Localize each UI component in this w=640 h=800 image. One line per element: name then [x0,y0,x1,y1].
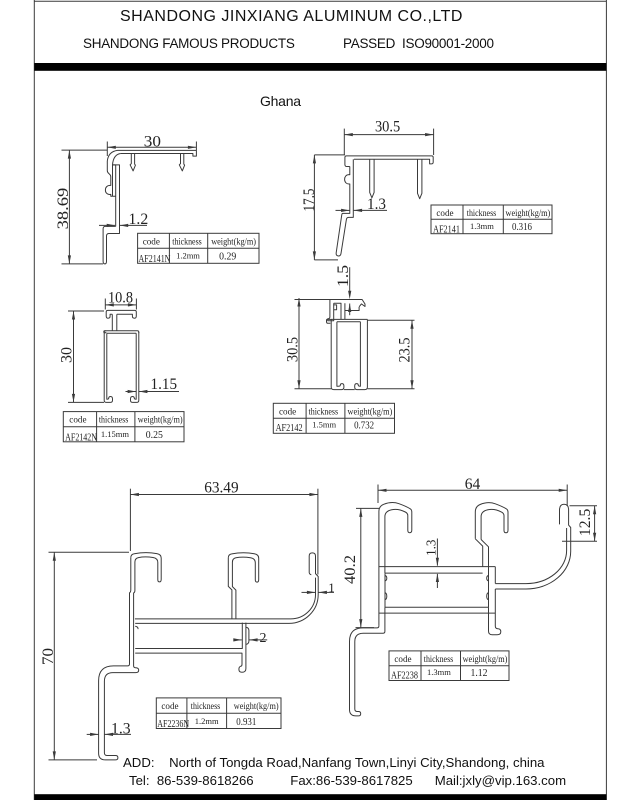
svg-text:code: code [436,209,453,219]
svg-text:1.2mm: 1.2mm [176,251,200,261]
svg-text:1.3: 1.3 [111,721,131,738]
svg-text:weight(kg/m): weight(kg/m) [348,406,393,417]
svg-text:30.5: 30.5 [375,119,400,136]
svg-text:code: code [161,702,178,712]
svg-text:thickness: thickness [309,407,339,417]
svg-text:17.5: 17.5 [301,189,318,212]
svg-text:30: 30 [144,133,161,150]
svg-text:0.29: 0.29 [219,252,236,263]
svg-text:1.3mm: 1.3mm [470,221,494,231]
svg-text:thickness: thickness [424,655,454,665]
svg-text:code: code [279,407,296,417]
svg-text:38.69: 38.69 [55,188,72,230]
svg-text:1.5mm: 1.5mm [312,420,336,430]
svg-text:12.5: 12.5 [577,509,594,536]
svg-text:0.25: 0.25 [146,430,163,441]
svg-text:AF2142N: AF2142N [65,433,97,444]
svg-text:70: 70 [40,648,57,665]
svg-text:thickness: thickness [172,237,202,247]
svg-text:weight(kg/m): weight(kg/m) [211,236,256,247]
svg-text:weight(kg/m): weight(kg/m) [138,415,183,426]
svg-text:1.3: 1.3 [367,196,386,213]
svg-text:0.931: 0.931 [236,717,256,728]
svg-text:code: code [394,655,411,665]
svg-text:AF2236N: AF2236N [157,719,189,730]
svg-text:code: code [143,237,160,247]
svg-text:AF2142: AF2142 [276,423,303,434]
svg-text:63.49: 63.49 [204,480,238,497]
svg-text:0.732: 0.732 [354,421,374,432]
svg-text:1.3: 1.3 [425,540,440,556]
svg-text:1.3mm: 1.3mm [427,667,451,677]
svg-text:AF2141: AF2141 [433,224,460,235]
svg-text:weight(kg/m): weight(kg/m) [463,654,508,665]
svg-text:thickness: thickness [467,209,497,219]
svg-text:30.5: 30.5 [285,337,302,362]
svg-text:1.5: 1.5 [335,265,352,287]
svg-text:1: 1 [328,580,335,595]
svg-text:1.2mm: 1.2mm [195,716,219,726]
svg-text:weight(kg/m): weight(kg/m) [234,701,279,712]
svg-text:weight(kg/m): weight(kg/m) [506,208,551,219]
svg-text:AF2141N: AF2141N [139,254,171,265]
svg-text:code: code [69,416,86,426]
svg-text:0.316: 0.316 [512,222,532,233]
svg-text:1.2: 1.2 [129,211,149,228]
svg-text:1.15mm: 1.15mm [101,429,129,439]
svg-text:thickness: thickness [99,416,129,426]
svg-text:2: 2 [260,631,267,646]
svg-text:10.8: 10.8 [108,289,133,306]
svg-text:30: 30 [59,347,76,363]
svg-text:23.5: 23.5 [397,338,414,363]
svg-text:1.12: 1.12 [470,668,487,679]
svg-text:AF2238: AF2238 [391,671,418,682]
svg-text:64: 64 [465,476,481,493]
svg-text:thickness: thickness [191,702,221,712]
svg-text:40.2: 40.2 [342,555,359,584]
svg-text:1.15: 1.15 [151,376,178,393]
